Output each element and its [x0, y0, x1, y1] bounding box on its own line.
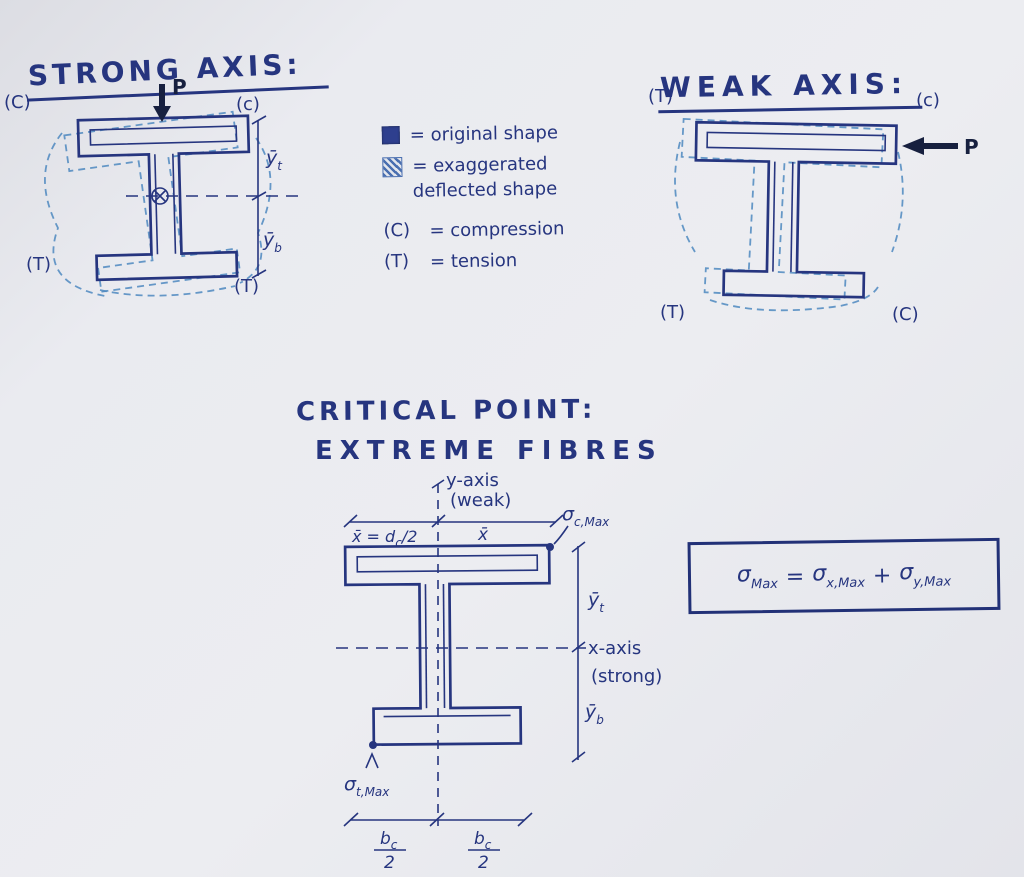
web-inner-line	[172, 153, 177, 254]
y-axis-label: y-axis	[446, 470, 499, 491]
bc2-left-numerator: bc	[380, 829, 398, 852]
sigma-c-max-label: σc,Max	[562, 503, 610, 529]
sigma-x-max-term: σx,Max	[812, 561, 866, 592]
sigma-t-max-label: σt,Max	[344, 773, 390, 799]
critical-beam-section	[343, 543, 551, 747]
equals-sign: =	[785, 564, 805, 590]
compression-label-top-right: (c)	[236, 94, 260, 115]
extreme-fibres-title: EXTREME FIBRES	[315, 436, 663, 466]
leader-line	[553, 525, 569, 545]
legend-label: = tension	[429, 250, 518, 273]
ybar-bottom-label: ȳb	[262, 229, 282, 255]
critical-point-diagram: y-axis (weak) x̄ = dc/2 x̄ σc,Max x-axis…	[336, 470, 662, 873]
tension-label-bottom-right: (T)	[234, 276, 259, 297]
y-axis-tick	[431, 479, 445, 489]
compression-label-top-left: (C)	[4, 92, 31, 113]
plus-sign: +	[872, 562, 892, 589]
xbar-label: x̄	[477, 525, 489, 545]
load-arrow-head	[153, 106, 171, 122]
sigma-t-max-annotation: σt,Max	[344, 741, 390, 799]
deflected-beam-outline	[63, 110, 242, 293]
flange-inner-line	[89, 125, 238, 146]
legend-original-shape: = original shape	[381, 120, 652, 149]
sketch-stroke	[674, 141, 696, 253]
tension-label-bottom-left: (T)	[26, 254, 51, 275]
beam-outline	[694, 120, 898, 299]
bottom-flange-inner-line	[383, 714, 511, 718]
bc2-left-denominator: 2	[384, 853, 395, 873]
load-label: P	[172, 78, 187, 99]
legend-label: = original shape	[409, 122, 559, 146]
load-label: P	[964, 135, 979, 159]
web-inner-line	[442, 584, 446, 709]
beam-outline	[343, 543, 551, 747]
dimension-ticks	[251, 115, 267, 279]
y-axis-note: (weak)	[450, 490, 511, 511]
x-axis-label: x-axis	[588, 638, 641, 659]
sigma-max-term: σMax	[736, 562, 779, 593]
web-inner-line	[424, 584, 428, 709]
ybar-bottom-label: ȳb	[584, 701, 604, 727]
xbar-dc2-label: x̄ = dc/2	[351, 527, 417, 550]
original-shape-swatch-icon	[381, 126, 400, 145]
legend-label: = exaggerated deflected shape	[412, 153, 558, 202]
bc2-right-denominator: 2	[478, 853, 489, 873]
ybar-top-label: ȳt	[587, 589, 605, 615]
centroid-cross	[153, 189, 167, 203]
weak-axis-diagram: P (T) (c) (T) (C)	[648, 86, 979, 325]
legend-label: = compression	[429, 218, 565, 242]
strong-beam-section	[76, 114, 251, 282]
centroid-symbol	[151, 187, 169, 205]
deflected-shape-swatch-icon	[382, 157, 403, 178]
legend-compression: (C) = compression	[383, 216, 653, 245]
leader-arrow	[365, 751, 379, 769]
tension-label-top-left: (T)	[648, 86, 673, 107]
sketch-stroke	[44, 132, 106, 297]
tension-label-bottom-left: (T)	[660, 302, 685, 323]
ybar-dimension: ȳt ȳb	[571, 541, 605, 763]
ybar-top-label: ȳt	[265, 147, 283, 173]
compression-label-top-right: (c)	[916, 90, 940, 111]
compression-label-bottom-right: (C)	[892, 304, 919, 325]
sketch-stroke	[891, 151, 904, 253]
top-dimension: x̄ = dc/2 x̄	[343, 514, 564, 550]
load-arrow-head	[902, 137, 924, 155]
legend-tension: (T) = tension	[384, 247, 654, 276]
strong-axis-diagram: P ȳt ȳb (C) (c) (T) (T)	[4, 78, 298, 297]
dimension-ticks	[571, 541, 586, 763]
web-inner-line	[154, 154, 159, 255]
flange-inner-line	[356, 554, 539, 573]
bc2-right-numerator: bc	[474, 829, 492, 852]
legend-deflected-shape: = exaggerated deflected shape	[382, 151, 653, 204]
web-inner-line	[772, 161, 776, 272]
critical-point-title: CRITICAL POINT:	[295, 394, 597, 428]
dimension-ticks	[343, 514, 564, 528]
compression-symbol: (C)	[383, 219, 411, 242]
critical-point-dot	[369, 741, 377, 749]
legend: = original shape = exaggerated deflected…	[381, 120, 655, 283]
web-inner-line	[790, 161, 794, 272]
x-axis-note: (strong)	[591, 666, 662, 687]
max-stress-formula-box: σMax = σx,Max + σy,Max	[687, 537, 1001, 615]
load-arrow-left: P	[902, 135, 979, 159]
weak-beam-section	[694, 120, 898, 299]
bottom-dimension: bc 2 bc 2	[343, 812, 533, 873]
dimension-ticks	[343, 812, 533, 827]
neutral-axis	[126, 187, 298, 205]
tension-symbol: (T)	[383, 251, 410, 273]
sigma-c-max-annotation: σc,Max	[546, 503, 610, 551]
ybar-dimension: ȳt ȳb	[251, 115, 283, 279]
load-arrow-down: P	[153, 78, 187, 122]
beam-outline	[76, 114, 251, 282]
sketch-stroke	[99, 285, 236, 297]
sigma-y-max-term: σy,Max	[899, 560, 952, 591]
flange-inner-line	[706, 131, 887, 152]
sketch-stroke	[709, 286, 879, 312]
